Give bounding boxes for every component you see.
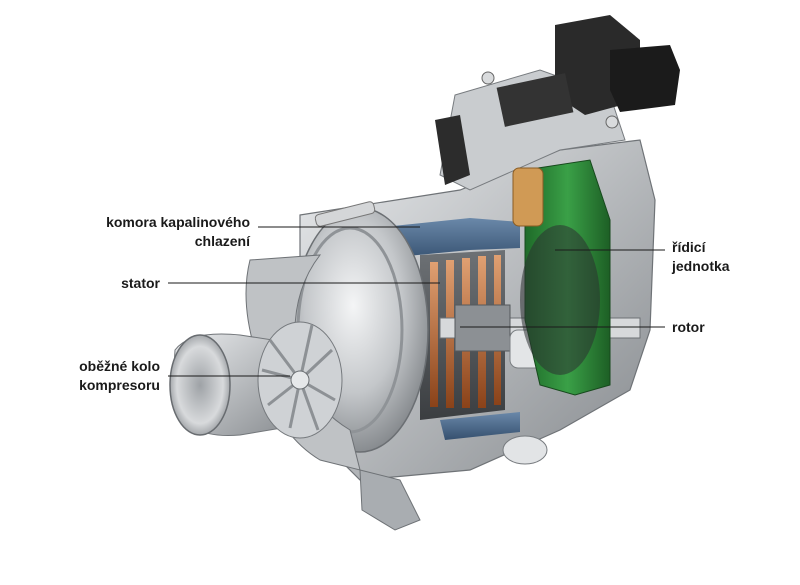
label-stator-text: stator	[121, 275, 160, 291]
label-coolant-chamber: komora kapalinového chlazení	[80, 213, 250, 251]
rotor-core	[454, 304, 511, 352]
compressor-impeller	[257, 321, 343, 439]
label-control-unit-line1: řídicí	[672, 239, 706, 255]
coolant-port	[502, 435, 548, 465]
coolant-jacket-lower	[440, 412, 520, 440]
label-impeller-line2: kompresoru	[79, 377, 160, 393]
label-control-unit: řídicí jednotka	[672, 238, 730, 276]
mount-bracket	[359, 469, 421, 531]
leader-lines	[168, 226, 665, 377]
label-impeller: oběžné kolo kompresoru	[60, 357, 160, 395]
inlet-opening	[169, 334, 231, 436]
side-pipe	[435, 115, 470, 185]
label-rotor: rotor	[672, 318, 705, 337]
label-control-unit-line2: jednotka	[672, 258, 730, 274]
label-rotor-text: rotor	[672, 319, 705, 335]
label-stator: stator	[80, 274, 160, 293]
label-coolant-chamber-line2: chlazení	[194, 233, 250, 249]
top-bolt	[314, 201, 376, 227]
label-coolant-chamber-line1: komora kapalinového	[106, 214, 250, 230]
pcb-disc	[520, 225, 600, 375]
capacitor	[512, 167, 544, 227]
label-impeller-line1: oběžné kolo	[79, 358, 160, 374]
electrical-connector	[481, 15, 680, 129]
